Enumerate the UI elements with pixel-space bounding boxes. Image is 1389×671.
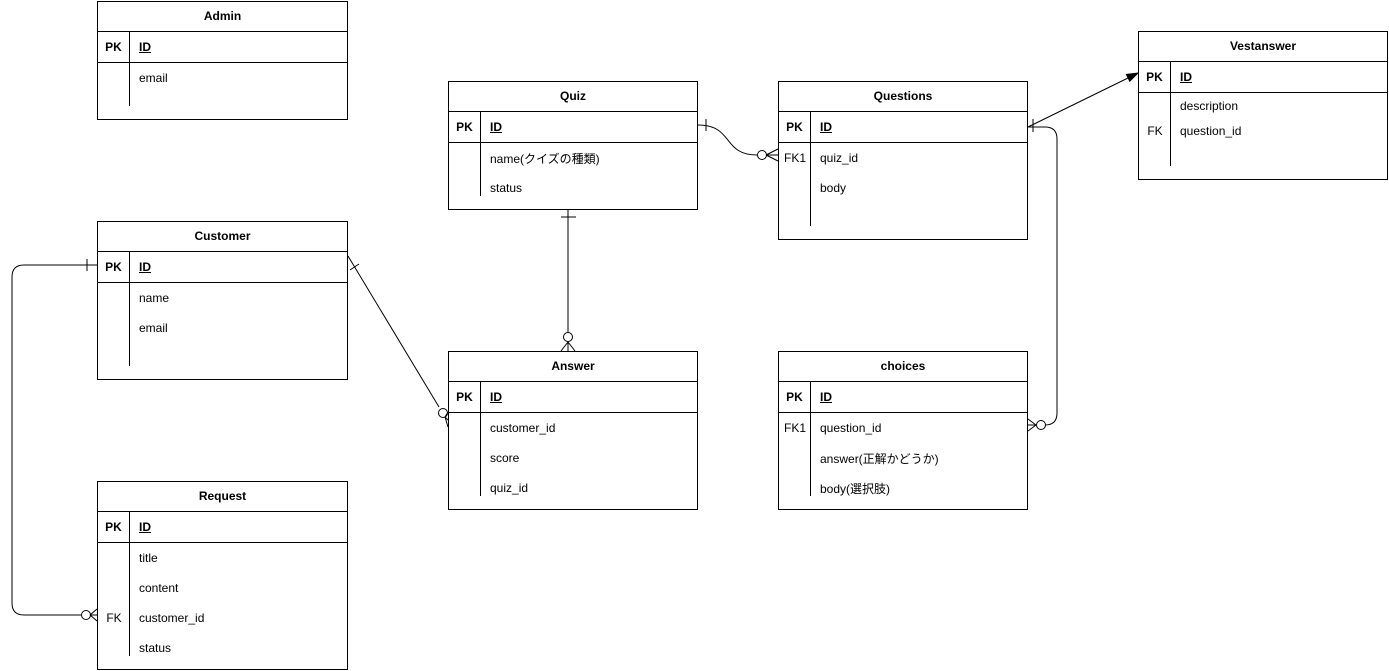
entity-table-customer[interactable]: Customer PK ID name email	[97, 221, 348, 380]
relationship-questions-vestanswer[interactable]	[1027, 72, 1140, 132]
relationship-quiz-questions[interactable]	[697, 119, 779, 162]
key-cell: FK	[1147, 123, 1163, 138]
attribute-name: name	[139, 291, 170, 305]
attribute-name: status	[490, 181, 523, 195]
attribute-name: name(クイズの種類)	[490, 151, 600, 166]
attribute-row: description	[1139, 93, 1387, 118]
entity-title: Answer	[449, 352, 697, 382]
attribute-name: email	[139, 321, 168, 335]
entity-table-questions[interactable]: Questions PK ID FK1 quiz_id body	[778, 81, 1028, 240]
entity-table-vestanswer[interactable]: Vestanswer PK ID description FK question…	[1138, 31, 1388, 180]
column-divider	[129, 283, 130, 366]
pk-field-name: ID	[820, 390, 832, 404]
column-divider	[129, 63, 130, 106]
key-cell: PK	[449, 112, 481, 142]
key-cell: PK	[98, 252, 130, 282]
attribute-row: FK1 question_id	[779, 413, 1027, 443]
key-cell: PK	[1139, 62, 1171, 92]
attribute-name: question_id	[820, 421, 882, 435]
attribute-row: name	[98, 283, 347, 313]
attribute-name: customer_id	[139, 611, 205, 625]
column-divider	[480, 413, 481, 496]
key-cell: PK	[98, 512, 130, 542]
key-cell: FK	[106, 611, 122, 625]
pk-field-name: ID	[139, 520, 151, 534]
attribute-row: body(選択肢)	[779, 473, 1027, 503]
attribute-row: content	[98, 573, 347, 603]
column-divider	[480, 143, 481, 196]
attribute-name: status	[139, 641, 172, 655]
attribute-name: content	[139, 581, 179, 595]
entity-title: Quiz	[449, 82, 697, 112]
attribute-name: score	[490, 451, 520, 465]
entity-table-request[interactable]: Request PK ID title content FK customer_…	[97, 481, 348, 670]
entity-title: Request	[98, 482, 347, 512]
relationship-questions-choices[interactable]	[1027, 126, 1058, 432]
attribute-row: status	[449, 173, 697, 203]
column-divider	[810, 143, 811, 226]
attribute-row: email	[98, 313, 347, 343]
attribute-row: FK customer_id	[98, 603, 347, 633]
column-divider	[1170, 93, 1171, 166]
attribute-name: answer(正解かどうか)	[820, 451, 939, 466]
pk-field-name: ID	[1180, 70, 1192, 84]
entity-table-answer[interactable]: Answer PK ID customer_id score quiz_id	[448, 351, 698, 510]
key-cell: FK1	[783, 151, 806, 165]
pk-row: PK ID	[98, 252, 347, 283]
attribute-row: FK question_id	[1139, 118, 1387, 143]
attribute-name: email	[139, 71, 168, 85]
pk-field-name: ID	[139, 260, 151, 274]
entity-title: Questions	[779, 82, 1027, 112]
key-cell: PK	[98, 32, 130, 62]
attribute-row: title	[98, 543, 347, 573]
pk-row: PK ID	[98, 32, 347, 63]
attribute-name: title	[139, 551, 158, 565]
entity-title: Vestanswer	[1139, 32, 1387, 62]
key-cell: PK	[779, 112, 811, 142]
attribute-row: name(クイズの種類)	[449, 143, 697, 173]
pk-row: PK ID	[1139, 62, 1387, 93]
attribute-row: score	[449, 443, 697, 473]
column-divider	[129, 543, 130, 656]
entity-table-quiz[interactable]: Quiz PK ID name(クイズの種類) status	[448, 81, 698, 210]
attribute-row: body	[779, 173, 1027, 203]
relationship-quiz-answer[interactable]	[560, 210, 576, 352]
attribute-row: status	[98, 633, 347, 663]
key-cell: FK1	[783, 421, 806, 435]
attribute-row: FK1 quiz_id	[779, 143, 1027, 173]
relationship-customer-request[interactable]	[11, 259, 98, 622]
entity-table-admin[interactable]: Admin PK ID email	[97, 1, 348, 120]
attribute-row: customer_id	[449, 413, 697, 443]
key-cell: PK	[449, 382, 481, 412]
attribute-name: body	[820, 181, 847, 195]
entity-title: Admin	[98, 2, 347, 32]
attribute-name: quiz_id	[820, 151, 859, 165]
attribute-name: body(選択肢)	[820, 481, 891, 496]
key-cell: PK	[779, 382, 811, 412]
column-divider	[810, 413, 811, 496]
entity-title: Customer	[98, 222, 347, 252]
pk-row: PK ID	[779, 382, 1027, 413]
pk-row: PK ID	[779, 112, 1027, 143]
pk-field-name: ID	[490, 120, 502, 134]
entity-title: choices	[779, 352, 1027, 382]
attribute-name: description	[1180, 98, 1239, 113]
attribute-row: email	[98, 63, 347, 93]
attribute-row: answer(正解かどうか)	[779, 443, 1027, 473]
relationship-customer-answer[interactable]	[347, 255, 449, 428]
pk-row: PK ID	[98, 512, 347, 543]
pk-row: PK ID	[449, 382, 697, 413]
pk-field-name: ID	[820, 120, 832, 134]
attribute-name: question_id	[1180, 123, 1242, 138]
attribute-row: quiz_id	[449, 473, 697, 503]
pk-row: PK ID	[449, 112, 697, 143]
pk-field-name: ID	[490, 390, 502, 404]
attribute-name: quiz_id	[490, 481, 529, 495]
attribute-name: customer_id	[490, 421, 556, 435]
entity-table-choices[interactable]: choices PK ID FK1 question_id answer(正解か…	[778, 351, 1028, 510]
pk-field-name: ID	[139, 40, 151, 54]
